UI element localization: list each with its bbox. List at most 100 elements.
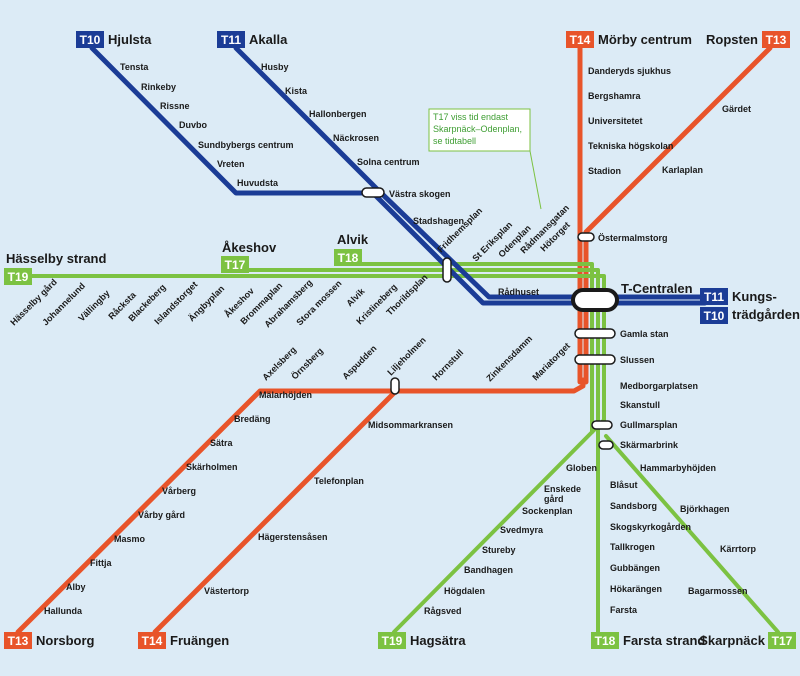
station-label[interactable]: Masmo bbox=[114, 534, 146, 544]
interchange-gamla-stan[interactable] bbox=[574, 328, 616, 339]
station-label[interactable]: Rådhuset bbox=[498, 287, 539, 297]
interchange-ostermalmstorg[interactable] bbox=[577, 232, 595, 242]
station-label[interactable]: Näckrosen bbox=[333, 133, 379, 143]
terminal-hjulsta[interactable]: T10 Hjulsta bbox=[76, 31, 152, 48]
station-label[interactable]: Bagarmossen bbox=[688, 586, 748, 596]
line-badge-t10 bbox=[700, 307, 728, 324]
station-label[interactable]: Västra skogen bbox=[389, 189, 451, 199]
station-label[interactable]: Skogskyrkogården bbox=[610, 522, 691, 532]
terminal-fruangen[interactable]: T14 Fruängen bbox=[138, 632, 229, 649]
station-label[interactable]: Hökarängen bbox=[610, 584, 662, 594]
station-label[interactable]: Solna centrum bbox=[357, 157, 420, 167]
station-label[interactable]: Huvudsta bbox=[237, 178, 279, 188]
station-label[interactable]: Kista bbox=[285, 86, 308, 96]
station-label[interactable]: Tekniska högskolan bbox=[588, 141, 673, 151]
station-label[interactable]: Slussen bbox=[620, 355, 655, 365]
station-label[interactable]: Sätra bbox=[210, 438, 234, 448]
terminal-t-centralen[interactable]: T-Centralen bbox=[621, 281, 693, 296]
terminal-badges: T10 Hjulsta T11 Akalla T14 Mörby centrum… bbox=[4, 31, 800, 649]
interchange-skarmarbrink[interactable] bbox=[598, 440, 614, 450]
station-label[interactable]: Vårberg bbox=[162, 486, 196, 496]
station-label[interactable]: Tensta bbox=[120, 62, 149, 72]
interchange-gullmarsplan[interactable] bbox=[591, 420, 613, 430]
note-line-1: T17 viss tid endast bbox=[433, 112, 509, 122]
station-label[interactable]: Skanstull bbox=[620, 400, 660, 410]
station-label[interactable]: Stadshagen bbox=[413, 216, 464, 226]
terminal-name: Hagsätra bbox=[410, 633, 466, 648]
station-label[interactable]: Stureby bbox=[482, 545, 516, 555]
station-label[interactable]: Skärmarbrink bbox=[620, 440, 679, 450]
station-label[interactable]: Sandsborg bbox=[610, 501, 657, 511]
station-label[interactable]: Sundbybergs centrum bbox=[198, 140, 294, 150]
station-label[interactable]: Skärholmen bbox=[186, 462, 238, 472]
station-label[interactable]: Medborgarplatsen bbox=[620, 381, 698, 391]
line-badge-t11-label: T11 bbox=[221, 33, 241, 47]
terminal-alvik[interactable]: Alvik T18 bbox=[334, 232, 369, 266]
terminal-akeshov[interactable]: Åkeshov T17 bbox=[221, 240, 277, 273]
interchange-fridhemsplan[interactable] bbox=[442, 257, 452, 283]
station-label[interactable]: Midsommarkransen bbox=[368, 420, 453, 430]
station-label[interactable]: Stadion bbox=[588, 166, 621, 176]
station-label[interactable]: Alby bbox=[66, 582, 86, 592]
station-label[interactable]: Sockenplan bbox=[522, 506, 573, 516]
station-label[interactable]: Mälarhöjden bbox=[259, 390, 312, 400]
station-label[interactable]: Gamla stan bbox=[620, 329, 669, 339]
interchange-t-centralen[interactable] bbox=[571, 288, 619, 312]
station-label[interactable]: Hägerstensåsen bbox=[258, 532, 328, 542]
station-label[interactable]: Gullmarsplan bbox=[620, 420, 678, 430]
station-label[interactable]: Telefonplan bbox=[314, 476, 364, 486]
station-label[interactable]: Björkhagen bbox=[680, 504, 730, 514]
station-label[interactable]: Duvbo bbox=[179, 120, 208, 130]
station-label[interactable]: Gärdet bbox=[722, 104, 751, 114]
station-label[interactable]: Svedmyra bbox=[500, 525, 544, 535]
station-label[interactable]: Bergshamra bbox=[588, 91, 642, 101]
station-label[interactable]: Blåsut bbox=[610, 480, 638, 490]
terminal-hagsatra[interactable]: T19 Hagsätra bbox=[378, 632, 466, 649]
station-label[interactable]: Danderyds sjukhus bbox=[588, 66, 671, 76]
stations-t19-south: Globen Enskede gård Sockenplan Svedmyra … bbox=[424, 463, 597, 616]
station-label[interactable]: Högdalen bbox=[444, 586, 485, 596]
station-label[interactable]: Enskede bbox=[544, 484, 581, 494]
station-label[interactable]: Vreten bbox=[217, 159, 245, 169]
terminal-farsta-strand[interactable]: T18 Farsta strand bbox=[591, 632, 705, 649]
line-badge-t13-label: T13 bbox=[766, 33, 787, 47]
station-label[interactable]: Rågsved bbox=[424, 606, 462, 616]
station-label[interactable]: Rissne bbox=[160, 101, 190, 111]
station-label[interactable]: Hammarbyhöjden bbox=[640, 463, 716, 473]
station-label[interactable]: Universitetet bbox=[588, 116, 643, 126]
terminal-skarpnack[interactable]: Skarpnäck T17 bbox=[699, 632, 796, 649]
station-label[interactable]: Östermalmstorg bbox=[598, 233, 668, 243]
line-t14-south bbox=[152, 388, 399, 635]
interchange-liljeholmen[interactable] bbox=[390, 377, 400, 395]
stations-t18-south: Blåsut Sandsborg Skogskyrkogården Tallkr… bbox=[610, 480, 691, 615]
line-badge-t17 bbox=[221, 256, 249, 273]
terminal-hasselby-strand[interactable]: Hässelby strand T19 bbox=[4, 251, 106, 285]
station-label[interactable]: Kärrtorp bbox=[720, 544, 757, 554]
stations-t17-south: Hammarbyhöjden Björkhagen Kärrtorp Bagar… bbox=[640, 463, 757, 596]
terminal-ropsten[interactable]: Ropsten T13 bbox=[706, 31, 790, 48]
line-badge-t13 bbox=[4, 632, 32, 649]
station-label[interactable]: Bandhagen bbox=[464, 565, 513, 575]
interchange-slussen[interactable] bbox=[574, 354, 616, 365]
line-t10 bbox=[89, 45, 375, 196]
station-label[interactable]: gård bbox=[544, 494, 564, 504]
station-label[interactable]: Globen bbox=[566, 463, 597, 473]
interchange-vastra-skogen[interactable] bbox=[361, 187, 385, 198]
terminal-norsborg[interactable]: T13 Norsborg bbox=[4, 632, 95, 649]
station-label[interactable]: Tallkrogen bbox=[610, 542, 655, 552]
station-label[interactable]: Farsta bbox=[610, 605, 638, 615]
station-label[interactable]: Husby bbox=[261, 62, 289, 72]
line-t19-west bbox=[16, 274, 606, 422]
station-label[interactable]: Hallunda bbox=[44, 606, 83, 616]
station-label[interactable]: Hallonbergen bbox=[309, 109, 367, 119]
terminal-akalla[interactable]: T11 Akalla bbox=[217, 31, 288, 48]
terminal-morby-centrum[interactable]: T14 Mörby centrum bbox=[566, 31, 692, 48]
station-label[interactable]: Västertorp bbox=[204, 586, 250, 596]
station-label[interactable]: Gubbängen bbox=[610, 563, 660, 573]
station-label[interactable]: Bredäng bbox=[234, 414, 271, 424]
station-label[interactable]: Rinkeby bbox=[141, 82, 176, 92]
station-label[interactable]: Vårby gård bbox=[138, 510, 185, 520]
terminal-kungstradgarden[interactable]: T11 Kungs- T10 trädgården bbox=[700, 288, 800, 324]
station-label[interactable]: Karlaplan bbox=[662, 165, 703, 175]
station-label[interactable]: Fittja bbox=[90, 558, 112, 568]
